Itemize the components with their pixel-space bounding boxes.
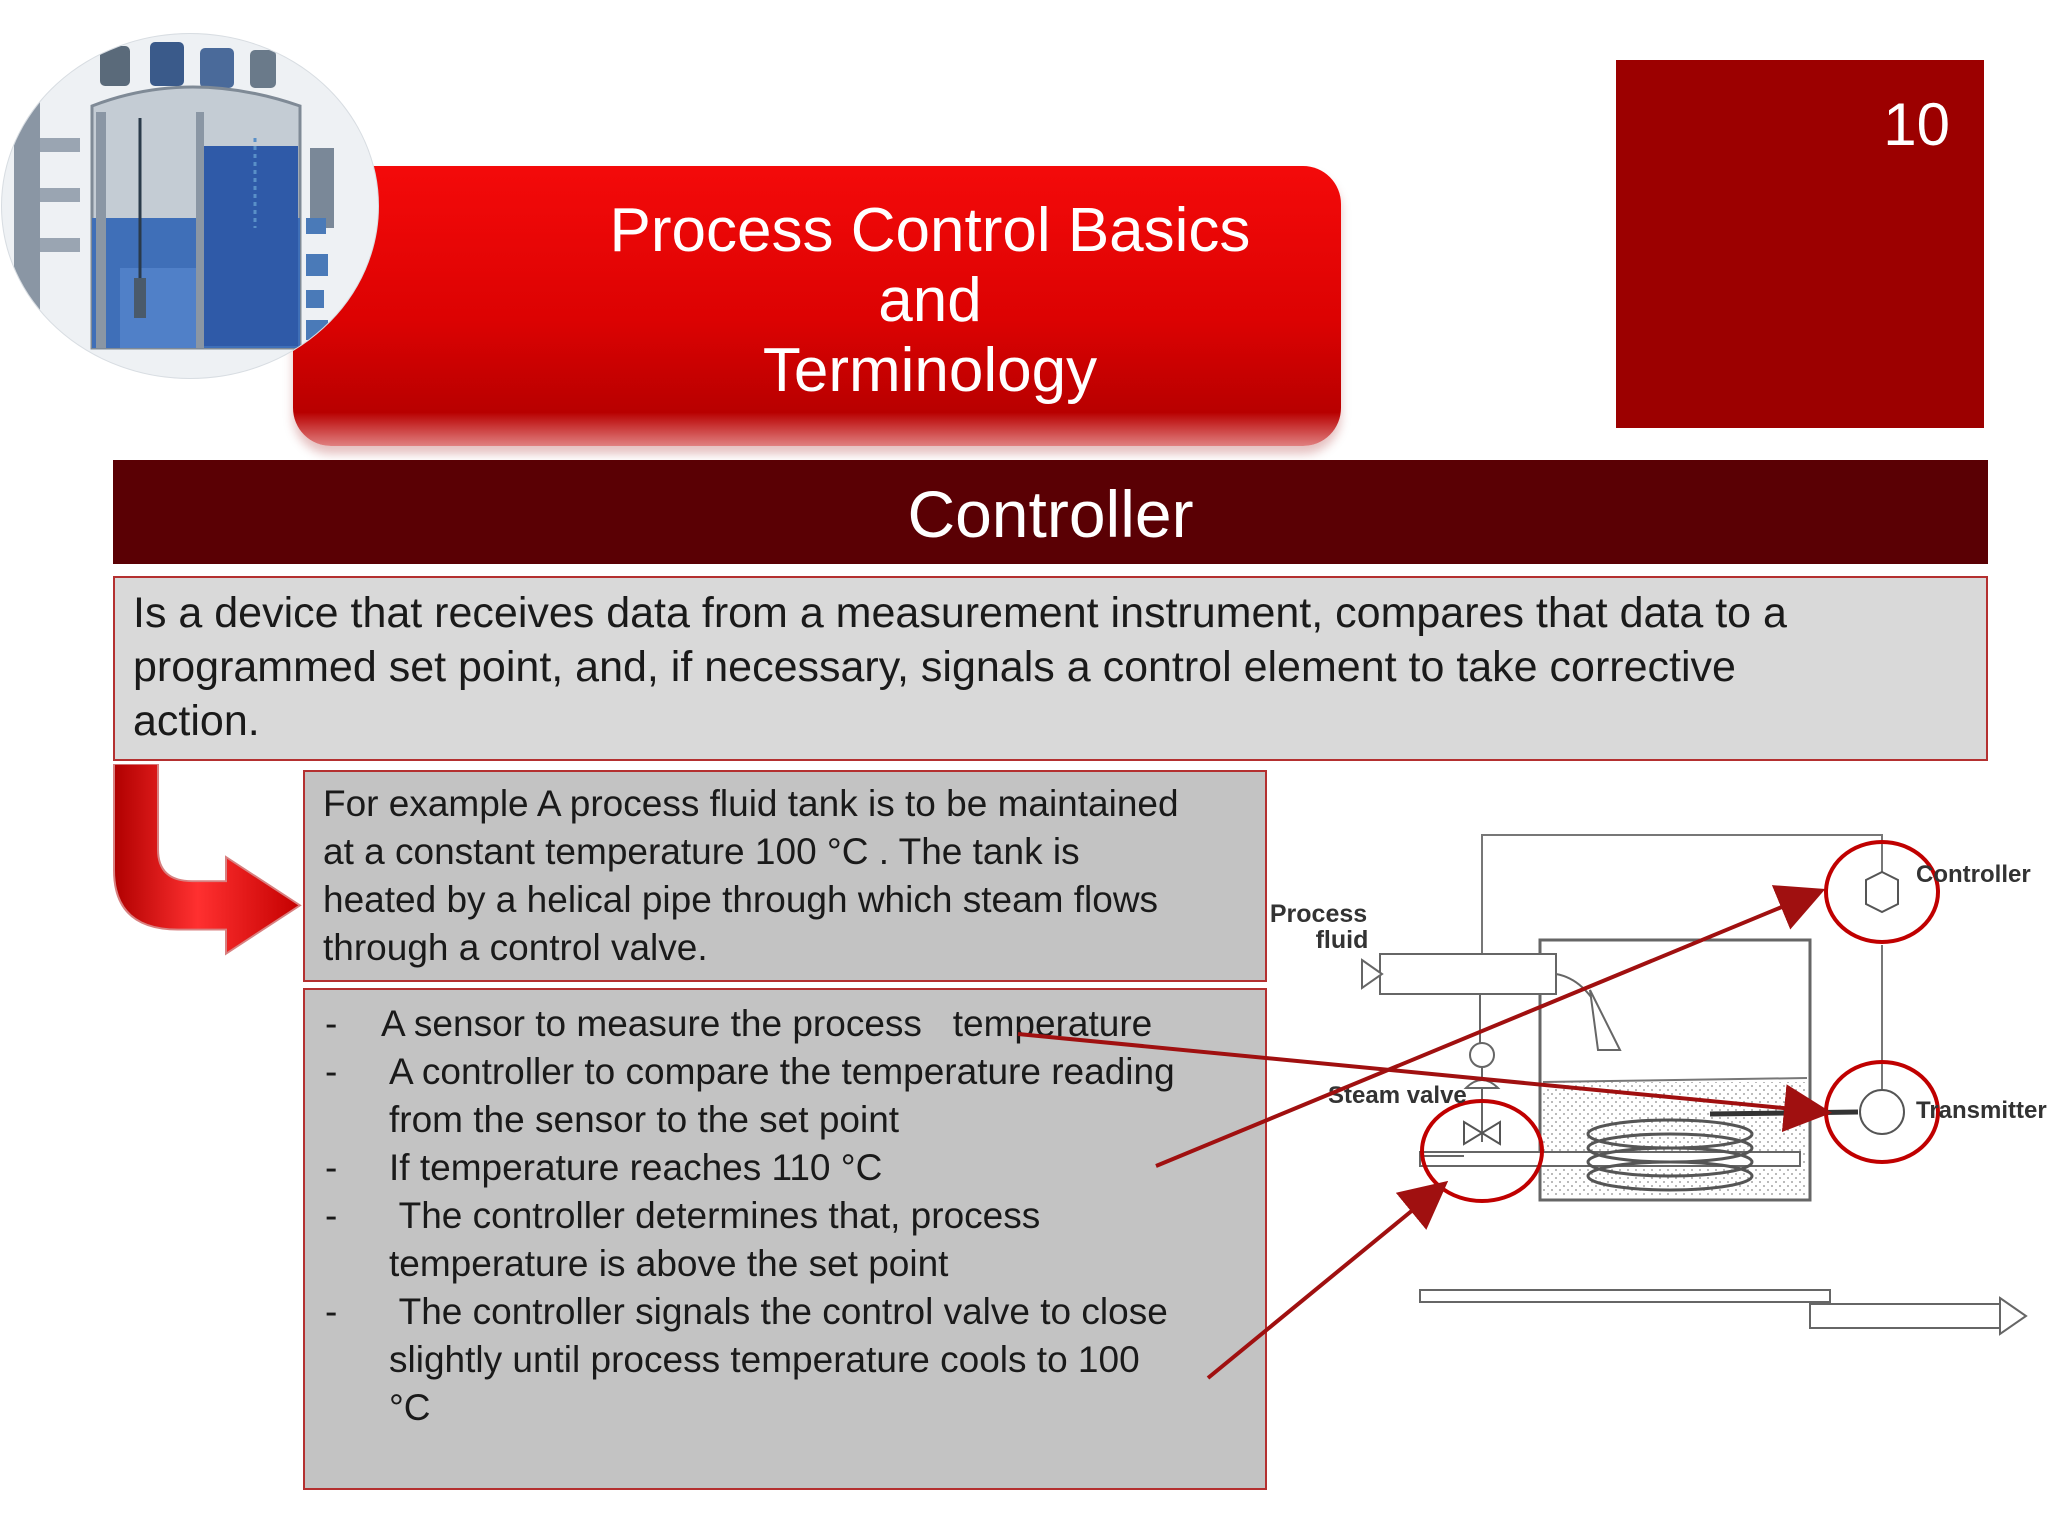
tank-liquid — [1543, 1082, 1807, 1197]
outlet-pipe — [1809, 1303, 2001, 1329]
list-bullet: - — [325, 1003, 338, 1044]
steps-box: - A sensor to measure the process temper… — [303, 988, 1267, 1490]
example-box — [303, 770, 1267, 982]
list-item-text: °C — [389, 1387, 431, 1428]
list-item-text: If temperature reaches 110 °C — [389, 1147, 883, 1188]
controller-highlight — [1824, 840, 1940, 944]
process-fluid-label: Process fluid — [1270, 900, 1374, 954]
list-item: - A sensor to measure the process temper… — [305, 1000, 1265, 1048]
list-item: - The controller signals the control val… — [305, 1288, 1265, 1432]
list-item-text: from the sensor to the set point — [389, 1099, 900, 1140]
curved-arrow-icon — [113, 764, 302, 956]
list-item-text: temperature is above the set point — [389, 1243, 949, 1284]
inlet-pipe — [1379, 953, 1557, 995]
list-item: - A controller to compare the temperatur… — [305, 1048, 1265, 1144]
definition-box — [113, 576, 1988, 761]
definition-text: Is a device that receives data from a me… — [133, 586, 1968, 748]
definition-line: action. — [133, 697, 260, 745]
example-line: For example A process fluid tank is to b… — [323, 783, 1179, 824]
list-bullet: - — [325, 1051, 338, 1092]
slide-title: Process Control Basics and Terminology — [560, 196, 1300, 406]
outlet-arrow-icon — [1999, 1296, 2028, 1336]
example-line: heated by a helical pipe through which s… — [323, 879, 1159, 920]
section-heading: Controller — [907, 477, 1194, 551]
title-line: and — [878, 266, 982, 335]
steam-valve-label: Steam valve — [1328, 1082, 1467, 1109]
valve-actuator-icon — [1463, 1079, 1501, 1089]
process-diagram: Process fluid Steam valve Controller Tra… — [1270, 834, 2047, 1336]
list-item-text: slightly until process temperature cools… — [389, 1339, 1140, 1380]
title-line: Process Control Basics — [609, 196, 1251, 265]
temperature-probe — [1709, 1109, 1859, 1117]
example-line: through a control valve. — [323, 927, 708, 968]
transmitter-icon — [1859, 1089, 1905, 1135]
list-item-text: A controller to compare the temperature … — [389, 1051, 1175, 1092]
title-line: Terminology — [762, 336, 1098, 405]
section-heading-bar — [113, 460, 1988, 564]
tank-illustration — [1, 33, 379, 379]
page-number-box — [1616, 60, 1984, 428]
definition-line: Is a device that receives data from a me… — [133, 589, 1787, 637]
page-number: 10 — [1883, 91, 1950, 158]
controller-label: Controller — [1916, 861, 2031, 888]
list-item-text: The controller signals the control valve… — [389, 1291, 1168, 1332]
example-line: at a constant temperature 100 °C . The t… — [323, 831, 1080, 872]
transmitter-label: Transmitter — [1916, 1097, 2047, 1124]
list-bullet: - — [325, 1147, 338, 1188]
example-text: For example A process fluid tank is to b… — [323, 780, 1253, 972]
list-bullet: - — [325, 1291, 338, 1332]
list-item: - If temperature reaches 110 °C — [305, 1144, 1265, 1192]
title-banner — [293, 166, 1341, 446]
list-bullet: - — [325, 1195, 338, 1236]
definition-line: programmed set point, and, if necessary,… — [133, 643, 1736, 691]
list-item: - The controller determines that, proces… — [305, 1192, 1265, 1288]
controller-icon — [1865, 870, 1899, 914]
list-item-text: The controller determines that, process — [389, 1195, 1041, 1236]
list-item-text: A sensor to measure the process temperat… — [381, 1003, 1153, 1044]
